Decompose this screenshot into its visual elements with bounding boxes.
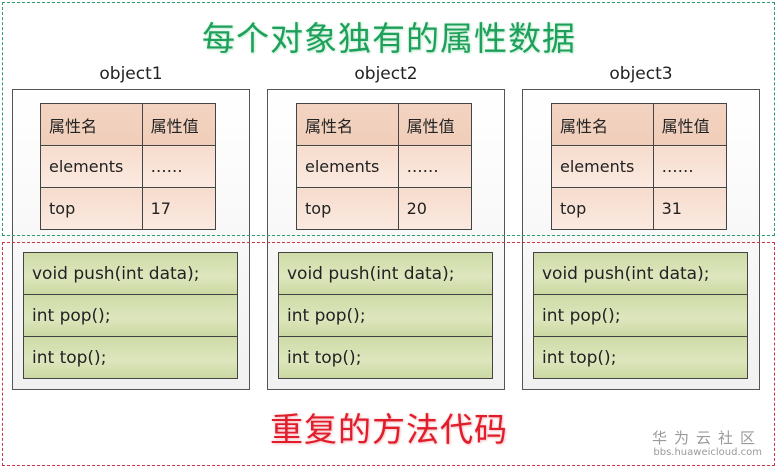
table-row: elements …… (40, 145, 217, 188)
object2-label: object2 (354, 64, 418, 84)
method-push: void push(int data); (278, 252, 493, 295)
method-pop: int pop(); (23, 294, 238, 337)
shared-methods-title: 重复的方法代码 (270, 410, 508, 449)
attr-value: …… (652, 145, 728, 188)
object1-attribute-table: 属性名 属性值 elements …… top 17 (40, 103, 217, 230)
header-attr-value: 属性值 (141, 103, 217, 146)
attr-value: …… (397, 145, 473, 188)
object3-box: 属性名 属性值 elements …… top 31 void push(int… (522, 89, 760, 390)
object2-attribute-table: 属性名 属性值 elements …… top 20 (296, 103, 473, 230)
watermark-url: bbs.huaweicloud.com (653, 447, 762, 458)
method-top: int top(); (278, 336, 493, 379)
method-push: void push(int data); (533, 252, 748, 295)
table-row: int pop(); (278, 294, 493, 337)
table-row: int pop(); (533, 294, 748, 337)
table-header-row: 属性名 属性值 (296, 103, 473, 146)
header-attr-value: 属性值 (652, 103, 728, 146)
method-top: int top(); (533, 336, 748, 379)
header-attr-name: 属性名 (296, 103, 399, 146)
table-row: top 31 (551, 187, 728, 230)
table-row: int top(); (23, 336, 238, 379)
watermark: 华为云社区 bbs.huaweicloud.com (652, 430, 762, 459)
object3-attribute-table: 属性名 属性值 elements …… top 31 (551, 103, 728, 230)
table-header-row: 属性名 属性值 (40, 103, 217, 146)
table-row: elements …… (551, 145, 728, 188)
table-row: elements …… (296, 145, 473, 188)
attr-value: 31 (652, 187, 728, 230)
header-attr-value: 属性值 (397, 103, 473, 146)
table-row: void push(int data); (278, 252, 493, 295)
method-push: void push(int data); (23, 252, 238, 295)
attr-name: elements (551, 145, 654, 188)
method-top: int top(); (23, 336, 238, 379)
attr-value: 17 (141, 187, 217, 230)
table-header-row: 属性名 属性值 (551, 103, 728, 146)
attr-name: elements (296, 145, 399, 188)
attr-name: top (40, 187, 143, 230)
object1-box: 属性名 属性值 elements …… top 17 void push(int… (12, 89, 250, 390)
method-pop: int pop(); (278, 294, 493, 337)
attr-name: top (551, 187, 654, 230)
table-row: int top(); (278, 336, 493, 379)
table-row: void push(int data); (23, 252, 238, 295)
table-row: void push(int data); (533, 252, 748, 295)
attr-value: 20 (397, 187, 473, 230)
object1-label: object1 (99, 64, 163, 84)
watermark-name: 华为云社区 (651, 429, 762, 447)
attr-name: elements (40, 145, 143, 188)
object3-label: object3 (609, 64, 673, 84)
method-pop: int pop(); (533, 294, 748, 337)
attr-value: …… (141, 145, 217, 188)
instance-data-title: 每个对象独有的属性数据 (202, 19, 576, 58)
object2-method-table: void push(int data); int pop(); int top(… (278, 252, 493, 379)
table-row: int pop(); (23, 294, 238, 337)
header-attr-name: 属性名 (40, 103, 143, 146)
table-row: top 20 (296, 187, 473, 230)
table-row: top 17 (40, 187, 217, 230)
attr-name: top (296, 187, 399, 230)
object3-method-table: void push(int data); int pop(); int top(… (533, 252, 748, 379)
object2-box: 属性名 属性值 elements …… top 20 void push(int… (267, 89, 505, 390)
header-attr-name: 属性名 (551, 103, 654, 146)
object1-method-table: void push(int data); int pop(); int top(… (23, 252, 238, 379)
table-row: int top(); (533, 336, 748, 379)
